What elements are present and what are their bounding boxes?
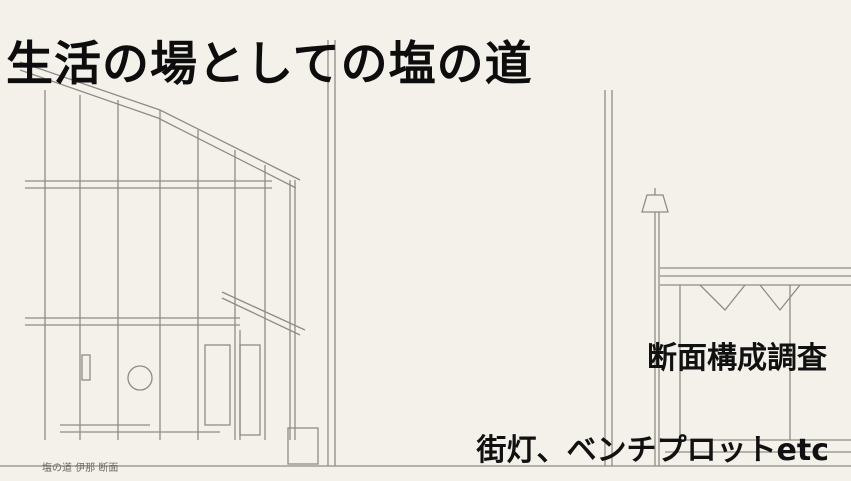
caption-section-survey: 断面構成調査: [647, 341, 827, 376]
roof-eave: [19, 69, 297, 189]
caption-streetlight-bench: 街灯、ベンチプロットetc: [476, 433, 829, 468]
sketch-signature: 塩の道 伊那 断面: [42, 463, 119, 474]
street-lamp: [641, 194, 669, 213]
slide-title: 生活の場としての塩の道: [6, 37, 533, 92]
